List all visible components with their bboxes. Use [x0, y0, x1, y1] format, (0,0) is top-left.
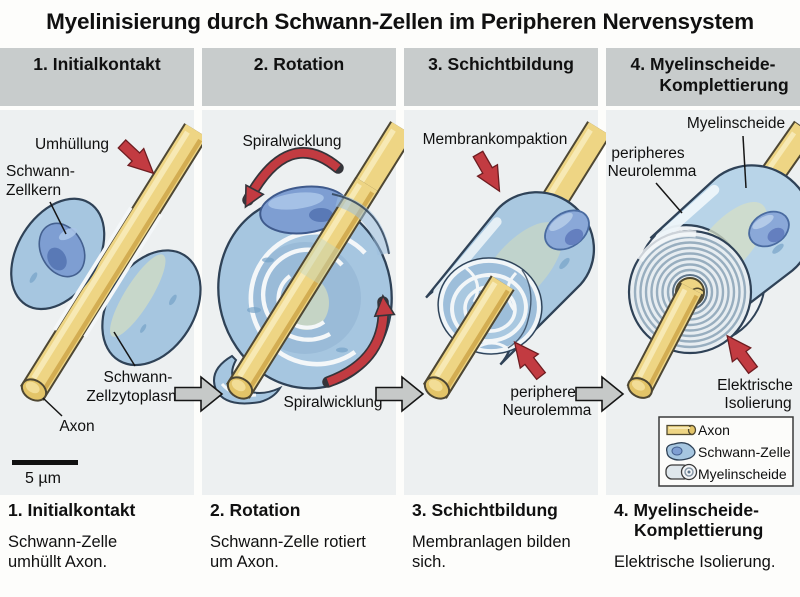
axon-through-cytoplasm-tint — [110, 254, 166, 337]
outer-wrap-over-axon — [335, 193, 391, 256]
illustration-canvas: Umhüllung Schwann- Zellkern Schwann- Zel… — [0, 110, 800, 495]
label-zytoplasma-line2: Zellzytoplasma — [86, 388, 190, 405]
panel-3-illustration: Membrankompaktion peripheres Neurolemma — [404, 110, 612, 495]
panel-2-caption-title: 2. Rotation — [210, 500, 301, 520]
label-isolierung-line1: Elektrische — [717, 377, 793, 394]
neurolemma4-pointer-line — [655, 182, 683, 214]
panel-4-header: 4. Myelinscheide- Komplettierung — [606, 48, 800, 106]
panel-4-caption-title-line1: 4. Myelinscheide- — [614, 500, 759, 520]
ring-face-sheen — [637, 230, 697, 262]
panel-1-illustration: Umhüllung Schwann- Zellkern Schwann- Zel… — [0, 110, 209, 495]
panel-1-caption-title: 1. Initialkontakt — [8, 500, 136, 520]
panel-2-caption: 2. Rotation Schwann-Zelle rotiert um Axo… — [210, 500, 398, 572]
label-myelinscheide: Myelinscheide — [687, 115, 785, 132]
label-spiralwicklung-top: Spiralwicklung — [242, 133, 341, 150]
axon-2-front — [226, 177, 380, 400]
label-umhuellung: Umhüllung — [35, 136, 109, 153]
membrane-fold-line — [507, 269, 532, 349]
scale-bar — [12, 460, 78, 465]
panel-3-caption-title: 3. Schichtbildung — [412, 500, 558, 520]
panel-2-caption-body: Schwann-Zelle rotiert um Axon. — [210, 533, 366, 571]
label-neurolemma4-line1: peripheres — [611, 145, 684, 162]
schwann-cell-1-right-lobe — [101, 249, 202, 367]
axon-4-front — [626, 282, 704, 399]
zytoplasma-pointer-line — [113, 331, 136, 367]
axon-1 — [20, 123, 209, 402]
legend-box: Axon Schwann-Zelle Myelinscheide — [658, 416, 794, 487]
myelinscheide-pointer-line — [742, 135, 747, 189]
label-schwann-zellkern-line1: Schwann- — [6, 163, 75, 180]
schwann-cell-nucleus-4 — [748, 210, 790, 248]
panel-2-header-line1: 2. Rotation — [253, 54, 345, 74]
panel-4-caption-body: Elektrische Isolierung. — [614, 553, 776, 571]
panel-1-caption-body: Schwann-Zelle umhüllt Axon. — [8, 533, 118, 571]
legend-schwann-cell-icon — [666, 442, 696, 461]
rotation-arrow-top — [236, 147, 344, 213]
panel-2-illustration: Spiralwicklung Spiralwicklung — [202, 110, 415, 495]
membrane-line — [53, 206, 133, 331]
label-neurolemma4-line2: Neurolemma — [608, 163, 697, 180]
panel-4-header-line1: 4. Myelinscheide- — [630, 54, 776, 74]
outer-wrap-edge — [331, 193, 390, 255]
label-spiralwicklung-bottom: Spiralwicklung — [283, 394, 382, 411]
panel-4-caption: 4. Myelinscheide- Komplettierung Elektri… — [614, 500, 800, 572]
axon-pointer-line — [42, 397, 63, 417]
scale-bar-label: 5 µm — [25, 470, 61, 487]
neurolemma-sheen — [655, 184, 720, 243]
panel-3-caption-body: Membranlagen bilden sich. — [412, 533, 571, 571]
schwann-cell-nucleus-2 — [259, 185, 349, 235]
panel-3-header: 3. Schichtbildung — [404, 48, 598, 106]
label-isolierung-line2: Isolierung — [724, 395, 791, 412]
legend-schwann-cell-label: Schwann-Zelle — [698, 444, 791, 460]
label-axon-1: Axon — [59, 418, 94, 435]
membrane-line — [83, 213, 163, 338]
panel-4-illustration: Myelinscheide peripheres Neurolemma Elek… — [606, 110, 800, 495]
label-schwann-zellkern-line2: Zellkern — [6, 182, 61, 199]
panel-3-header-line1: 3. Schichtbildung — [428, 54, 574, 74]
legend-axon-icon — [666, 424, 697, 436]
panel-1-header: 1. Initialkontakt — [0, 48, 194, 106]
axon-3-front — [423, 275, 515, 400]
panel-1-caption: 1. Initialkontakt Schwann-Zelle umhüllt … — [8, 500, 196, 572]
schwann-cell-1 — [10, 197, 202, 367]
label-neurolemma-line2: Neurolemma — [503, 402, 592, 419]
schwann-cell-nucleus-1 — [38, 222, 86, 278]
panel-2-header: 2. Rotation — [202, 48, 396, 106]
label-zytoplasma-line1: Schwann- — [104, 369, 173, 386]
page-title: Myelinisierung durch Schwann-Zellen im P… — [46, 9, 754, 34]
legend-myelinscheide-icon — [665, 463, 698, 481]
panel-4-caption-title-line2: Komplettierung — [634, 520, 764, 540]
label-neurolemma-line1: peripheres — [510, 384, 583, 401]
legend-axon-label: Axon — [698, 422, 730, 438]
panel-3-caption: 3. Schichtbildung Membranlagen bilden si… — [412, 500, 600, 572]
panel-1-header-line1: 1. Initialkontakt — [33, 54, 161, 74]
legend-myelinscheide-label: Myelinscheide — [698, 466, 787, 482]
rotation-arrow-bottom — [322, 294, 396, 388]
zellkern-pointer-line — [49, 201, 67, 235]
label-membrankompaktion: Membrankompaktion — [423, 131, 568, 148]
translucent-wrap-over-axon — [298, 237, 341, 285]
schwann-cell-nucleus-3 — [544, 209, 590, 251]
panel-4-header-line2: Komplettierung — [659, 75, 789, 95]
